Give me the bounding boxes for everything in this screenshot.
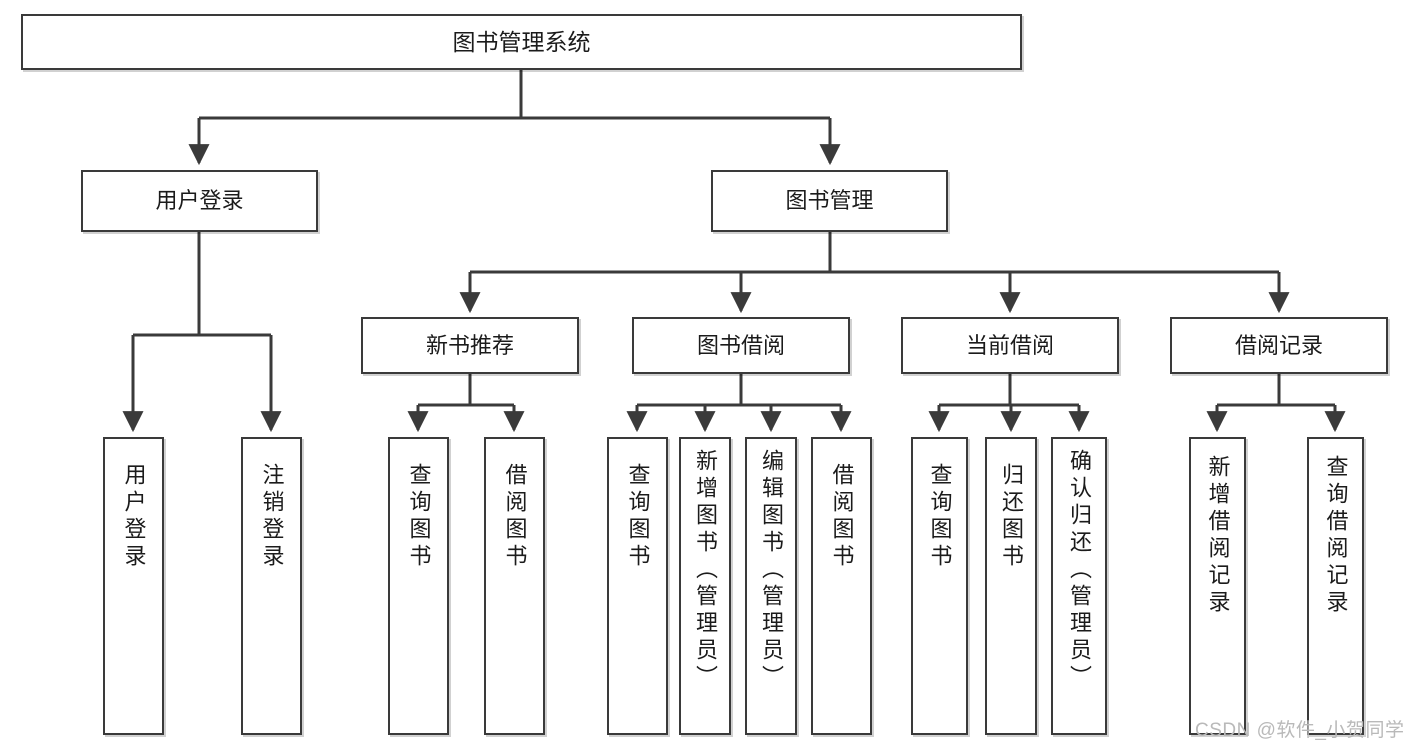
node-leaf-confirm-return-admin-label: 确认归还（管理员） bbox=[1067, 449, 1092, 692]
node-branch-book-management[interactable]: 图书管理 bbox=[711, 170, 948, 232]
node-leaf-return-book-label: 归还图书 bbox=[999, 463, 1024, 571]
node-branch-book-management-label: 图书管理 bbox=[785, 188, 874, 213]
node-leaf-query-book-current[interactable]: 查询图书 bbox=[911, 437, 968, 735]
node-branch-user-login-label: 用户登录 bbox=[155, 188, 244, 213]
node-subbranch-borrow-record[interactable]: 借阅记录 bbox=[1170, 317, 1388, 374]
node-subbranch-book-borrow-label: 图书借阅 bbox=[696, 332, 785, 358]
node-leaf-query-borrow-record[interactable]: 查询借阅记录 bbox=[1307, 437, 1364, 735]
node-subbranch-borrow-record-label: 借阅记录 bbox=[1234, 332, 1323, 358]
node-leaf-borrow-book-recommendation[interactable]: 借阅图书 bbox=[484, 437, 545, 735]
node-leaf-add-borrow-record[interactable]: 新增借阅记录 bbox=[1189, 437, 1246, 735]
node-leaf-query-book-recommendation[interactable]: 查询图书 bbox=[388, 437, 449, 735]
node-subbranch-book-borrow[interactable]: 图书借阅 bbox=[632, 317, 850, 374]
node-leaf-query-borrow-record-label: 查询借阅记录 bbox=[1323, 455, 1349, 617]
node-subbranch-current-borrow-label: 当前借阅 bbox=[965, 332, 1054, 358]
node-leaf-return-book[interactable]: 归还图书 bbox=[985, 437, 1037, 735]
node-leaf-borrow-book[interactable]: 借阅图书 bbox=[811, 437, 872, 735]
node-subbranch-new-book-recommendation-label: 新书推荐 bbox=[425, 332, 514, 358]
node-subbranch-current-borrow[interactable]: 当前借阅 bbox=[901, 317, 1119, 374]
node-leaf-user-login[interactable]: 用户登录 bbox=[103, 437, 164, 735]
node-branch-user-login[interactable]: 用户登录 bbox=[81, 170, 318, 232]
node-leaf-query-book-current-label: 查询图书 bbox=[927, 463, 953, 571]
node-root[interactable]: 图书管理系统 bbox=[21, 14, 1022, 70]
node-leaf-borrow-book-label: 借阅图书 bbox=[829, 463, 855, 571]
node-leaf-query-book-borrow-label: 查询图书 bbox=[625, 463, 651, 571]
node-leaf-edit-book-admin[interactable]: 编辑图书（管理员） bbox=[745, 437, 797, 735]
node-leaf-logout[interactable]: 注销登录 bbox=[241, 437, 302, 735]
node-leaf-query-book-recommendation-label: 查询图书 bbox=[406, 463, 432, 571]
node-leaf-add-borrow-record-label: 新增借阅记录 bbox=[1205, 455, 1231, 617]
node-subbranch-new-book-recommendation[interactable]: 新书推荐 bbox=[361, 317, 579, 374]
node-leaf-logout-label: 注销登录 bbox=[259, 463, 285, 571]
node-leaf-add-book-admin[interactable]: 新增图书（管理员） bbox=[679, 437, 731, 735]
node-leaf-user-login-label: 用户登录 bbox=[121, 463, 147, 571]
csdn-watermark: CSDN @软件_小贺同学 bbox=[1195, 720, 1405, 741]
node-root-label: 图书管理系统 bbox=[452, 28, 591, 55]
node-leaf-confirm-return-admin[interactable]: 确认归还（管理员） bbox=[1051, 437, 1107, 735]
node-leaf-borrow-book-recommendation-label: 借阅图书 bbox=[502, 463, 528, 571]
node-leaf-add-book-admin-label: 新增图书（管理员） bbox=[693, 449, 718, 692]
node-leaf-query-book-borrow[interactable]: 查询图书 bbox=[607, 437, 668, 735]
node-leaf-edit-book-admin-label: 编辑图书（管理员） bbox=[759, 449, 784, 692]
